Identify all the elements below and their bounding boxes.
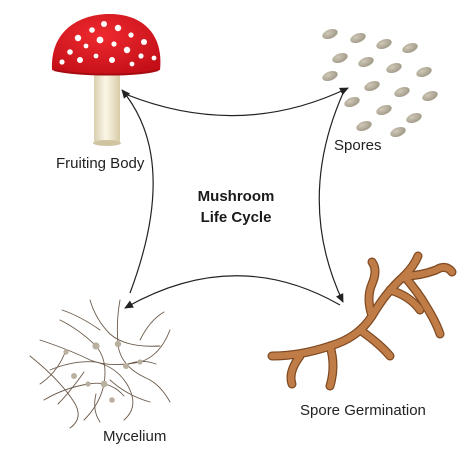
cycle-arrows [121,87,349,309]
label-spores: Spores [334,137,382,154]
mushroom-icon [51,14,161,146]
arrow-to-spore-germination [318,90,345,303]
arrow-to-fruiting-body [121,89,154,294]
arrow-to-mycelium [124,275,341,309]
diagram-title-line1: Mushroom [197,188,275,205]
label-spore-germination: Spore Germination [300,402,426,419]
label-mycelium: Mycelium [103,428,167,445]
mycelium-icon [29,299,171,429]
arrow-to-spores [124,87,349,117]
spore-germination-icon [267,251,457,391]
diagram-title: Mushroom Life Cycle [176,186,296,228]
diagram-title-line2: Life Cycle [200,209,272,226]
label-fruiting-body: Fruiting Body [56,155,145,172]
spores-icon [322,28,438,138]
